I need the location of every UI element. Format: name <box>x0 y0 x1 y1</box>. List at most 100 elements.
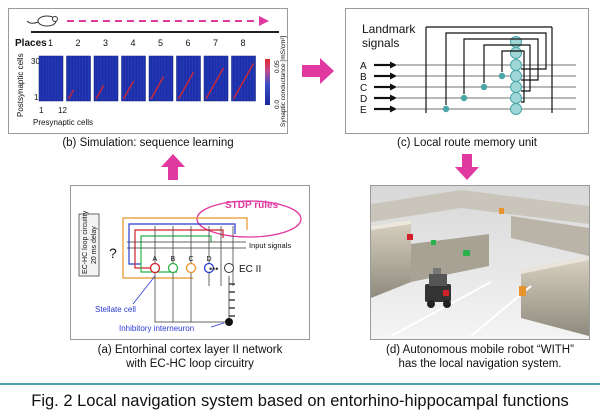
route-loop-3 <box>483 44 531 92</box>
wall-left <box>371 220 411 298</box>
floor-line-1 <box>390 281 492 337</box>
stellate-cell-c <box>185 262 197 274</box>
landmark-sign-red <box>407 234 413 240</box>
place-number-3: 3 <box>103 38 108 48</box>
weight-matrix-7 <box>203 55 229 102</box>
place-number-5: 5 <box>158 38 163 48</box>
route-synapse-1 <box>442 105 450 113</box>
route-loop-2 <box>463 38 539 94</box>
wall-back <box>371 190 589 224</box>
x-axis-label: Presynaptic cells <box>33 118 93 127</box>
colorbar-label: Synaptic conductance [mS/cm²] <box>280 35 287 127</box>
cell-label-c: C <box>189 256 194 263</box>
landmark-sign-green <box>463 250 470 256</box>
panel-d-caption-line2: has the local navigation system. <box>398 358 562 370</box>
wall-right-far <box>511 216 589 256</box>
signal-label-c: C <box>360 83 367 94</box>
signal-label-d: D <box>360 94 367 105</box>
stdp-ellipse <box>196 200 302 238</box>
arrow-a-to-b <box>161 154 185 180</box>
rat-icon <box>26 15 58 27</box>
place-number-4: 4 <box>131 38 136 48</box>
input-signals-label: Input signals <box>249 241 291 250</box>
cell-label-a: A <box>153 256 158 263</box>
place-number-2: 2 <box>76 38 81 48</box>
inhibitory-pointer <box>210 322 225 328</box>
route-unit-7 <box>510 36 522 48</box>
arrow-c-to-d <box>455 154 479 180</box>
panel-a-ec-network: STDP rules EC-HC loop circuitry 20 ms de… <box>70 185 310 340</box>
wall-left-top <box>371 220 411 230</box>
weight-matrix-6 <box>176 55 201 102</box>
panel-c-caption: (c) Local route memory unit <box>397 137 537 149</box>
signal-arrowhead-a <box>390 61 397 69</box>
ec-cell-last <box>224 263 234 273</box>
signal-arrowhead-e <box>390 105 397 113</box>
route-unit-2 <box>510 70 522 82</box>
landmark-title-line2: signals <box>362 36 399 50</box>
wall-center <box>411 234 489 282</box>
weight-matrix-4 <box>121 55 146 102</box>
panel-d-robot-photo <box>370 185 590 340</box>
stellate-label: Stellate cell <box>95 305 136 314</box>
route-unit-6 <box>510 47 522 59</box>
landmark-sign-orange-2 <box>519 286 526 296</box>
stellate-cell-b <box>167 262 179 274</box>
panel-a-caption-line1: (a) Entorhinal cortex layer II network <box>97 344 283 356</box>
loop-label-line2: 20 ms delay <box>91 226 98 264</box>
signal-label-a: A <box>360 61 367 72</box>
wall-right-top <box>521 256 589 274</box>
weight-matrix-1 <box>38 55 64 102</box>
x-tick-right: 12 <box>58 106 67 115</box>
route-synapse-2 <box>460 94 468 102</box>
stellate-cell-a <box>149 262 161 274</box>
signal-arrowhead-b <box>390 72 397 80</box>
landmark-title-line1: Landmark <box>362 22 416 36</box>
weight-matrix-3 <box>93 55 119 102</box>
stellate-pointer <box>132 275 156 305</box>
figure-caption: Fig. 2 Local navigation system based on … <box>31 392 569 410</box>
colorbar-bottom-label: 0.0 <box>274 100 281 109</box>
route-synapse-3 <box>480 83 488 91</box>
ec-dots: ••• <box>209 264 218 274</box>
y-axis-label: Postsynaptic cells <box>16 53 25 117</box>
ec-network-diagram: STDP rules EC-HC loop circuitry 20 ms de… <box>78 200 302 333</box>
route-unit-5 <box>510 103 522 115</box>
panel-d-caption-line1: (d) Autonomous mobile robot “WITH” <box>386 344 574 356</box>
cell-label-d: D <box>207 256 212 263</box>
inhibitory-label: Inhibitory interneuron <box>119 324 194 333</box>
question-mark: ? <box>109 245 117 261</box>
colorbar-top-label: 0.05 <box>274 60 281 73</box>
route-unit-4 <box>510 92 522 104</box>
ec-ii-label: EC II <box>239 264 261 275</box>
caption-divider <box>0 383 600 385</box>
weight-matrix-8 <box>231 55 256 102</box>
stellate-cell-d <box>203 262 215 274</box>
robot-arena-photo <box>371 186 589 339</box>
place-number-7: 7 <box>213 38 218 48</box>
arrow-b-to-c <box>302 58 334 84</box>
route-loop-1 <box>445 32 547 105</box>
places-label: Places <box>15 38 47 49</box>
x-tick-left: 1 <box>39 106 44 115</box>
route-unit-1 <box>510 59 522 71</box>
robot-with <box>425 268 451 308</box>
panel-b-caption: (b) Simulation: sequence learning <box>62 137 234 149</box>
route-loop-4 <box>501 50 525 103</box>
route-unit-3 <box>510 81 522 93</box>
colorbar <box>265 59 270 105</box>
stdp-label: STDP rules <box>225 200 279 211</box>
loop-circuitry-box <box>78 213 100 277</box>
inhibitory-neuron <box>225 318 233 326</box>
signal-arrowhead-d <box>390 94 397 102</box>
loop-path-red <box>134 229 224 269</box>
panel-a-caption-line2: with EC-HC loop circuitry <box>126 358 254 370</box>
signal-arrowhead-c <box>390 83 397 91</box>
y-tick-top: 30 <box>31 57 40 66</box>
place-number-6: 6 <box>186 38 191 48</box>
wall-right-near <box>521 256 589 336</box>
